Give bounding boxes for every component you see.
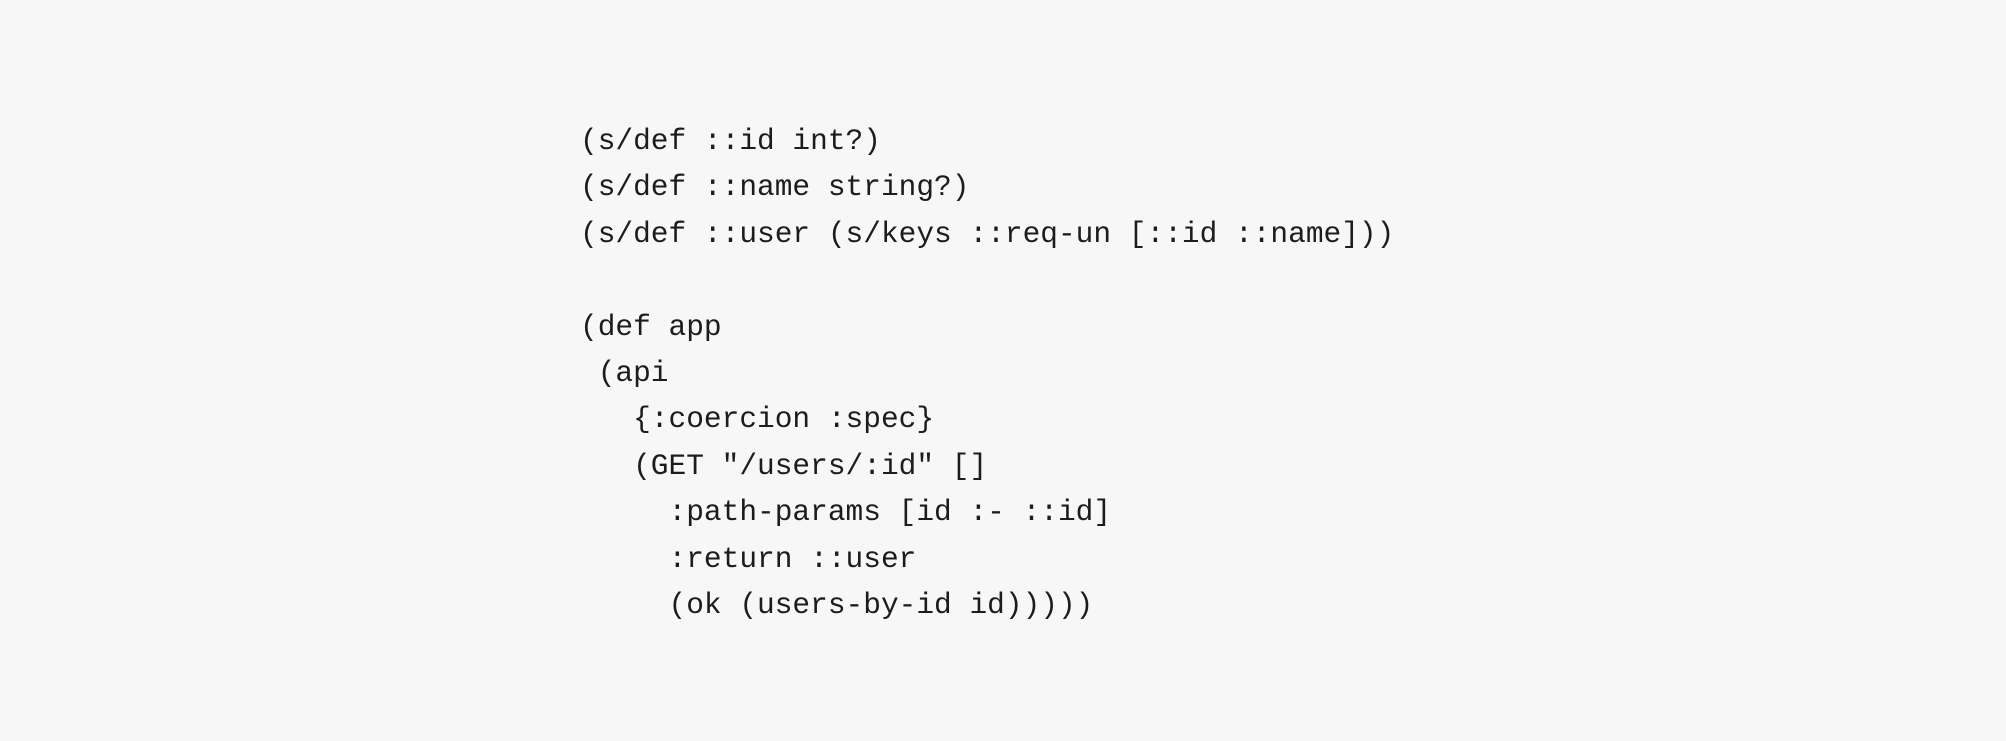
code-line: (ok (users-by-id id))))) [580, 587, 1094, 622]
code-line [580, 257, 1394, 303]
code-line: :return ::user [580, 541, 917, 576]
code-line: (GET "/users/:id" [] [580, 448, 988, 483]
code-line: (s/def ::name string?) [580, 170, 970, 205]
code-line: (api [580, 355, 669, 390]
code-line: {:coercion :spec} [580, 402, 935, 437]
code-line: (def app [580, 309, 722, 344]
code-line: :path-params [id :- ::id] [580, 495, 1112, 530]
code-line: (s/def ::id int?) [580, 124, 881, 158]
code-block: (s/def ::id int?)(s/def ::name string?)(… [580, 118, 1394, 628]
code-line: (s/def ::user (s/keys ::req-un [::id ::n… [580, 216, 1395, 251]
